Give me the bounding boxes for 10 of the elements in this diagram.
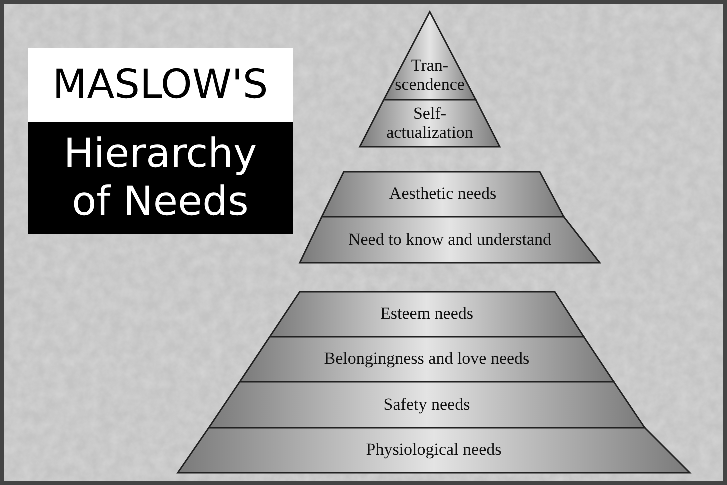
title-banner: MASLOW'S — [28, 48, 293, 122]
pyramid-level: Esteem needs — [270, 292, 584, 337]
title-banner: Hierarchy of Needs — [28, 122, 293, 234]
pyramid-level: Need to know and understand — [300, 217, 600, 263]
pyramid-level: Physiological needs — [178, 428, 690, 473]
pyramid-apex: Tran-scendence — [384, 12, 476, 100]
pyramid-level: Safety needs — [209, 382, 645, 428]
pyramid-level: Aesthetic needs — [322, 172, 564, 217]
pyramid-level: Self-actualization — [360, 100, 500, 147]
pyramid-level: Belongingness and love needs — [240, 337, 614, 382]
